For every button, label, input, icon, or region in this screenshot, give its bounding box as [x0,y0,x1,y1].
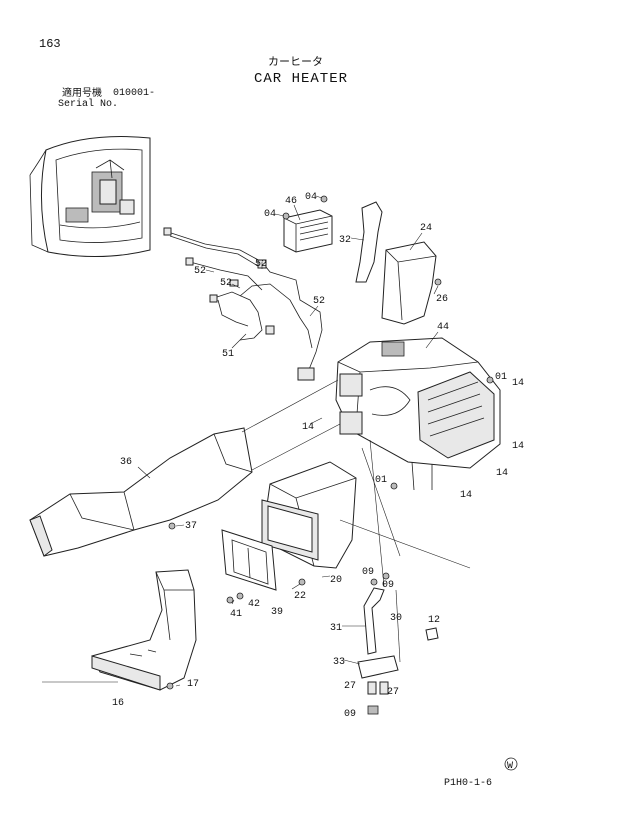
part-label: 37 [185,521,197,532]
part-label: 41 [230,609,242,620]
part-label: 04 [305,192,317,203]
part-label: 46 [285,196,297,207]
nut [367,705,379,715]
part-label: 17 [187,679,199,690]
part-label: 09 [382,580,394,591]
serial-label-japanese: 適用号機 [62,88,102,99]
page-number: 163 [39,37,61,51]
part-label: 12 [428,615,440,626]
page-title: CAR HEATER [254,71,349,87]
duct-hose [355,201,383,283]
rear-duct [29,427,253,557]
part-label: 24 [420,223,432,234]
part-label: 39 [271,607,283,618]
leader-lines [42,195,439,687]
part-label: 52 [220,278,232,289]
hose-clamp [367,681,377,695]
filter-box [261,461,357,569]
drain-cap [425,627,439,641]
wiring-harness [163,227,323,381]
part-label: 09 [344,709,356,720]
machine-cab-thumbnail [29,136,151,258]
part-label: 14 [512,441,524,452]
part-label: 14 [460,490,472,501]
part-label: 14 [302,422,314,433]
lower-duct [91,569,197,691]
fasteners [166,195,494,690]
part-label: 51 [222,349,234,360]
part-label: 09 [362,567,374,578]
air-filter [221,529,277,591]
part-label: 52 [194,266,206,277]
part-label: 36 [120,457,132,468]
controller-unit [283,209,333,253]
part-label: 14 [512,378,524,389]
reference-lines [241,379,471,663]
serial-range: 010001- [113,88,156,99]
part-label: 01 [375,475,387,486]
part-label: 52 [255,259,267,270]
part-label: 42 [248,599,260,610]
part-label: 20 [330,575,342,586]
heater-unit [335,337,501,491]
hose-clamp [379,681,389,695]
part-label: 32 [339,235,351,246]
part-label: 27 [344,681,356,692]
upper-duct [381,241,437,325]
part-label: 30 [390,613,402,624]
part-label: 22 [294,591,306,602]
title-japanese: カーヒータ [268,55,323,68]
part-label: 52 [313,296,325,307]
part-label: 01 [495,372,507,383]
manufacturer-logo: W [504,757,518,772]
part-label: 44 [437,322,449,333]
part-label: 16 [112,698,124,709]
part-label: 04 [264,209,276,220]
heater-hose [363,587,385,655]
document-code: P1H0-1-6 [444,778,493,789]
part-label: 26 [436,294,448,305]
svg-text:W: W [507,761,513,772]
part-label: 14 [496,468,508,479]
part-label: 33 [333,657,345,668]
serial-label: Serial No. [58,99,119,110]
part-label: 27 [387,687,399,698]
hose-bracket [357,655,399,679]
part-label: 31 [330,623,342,634]
